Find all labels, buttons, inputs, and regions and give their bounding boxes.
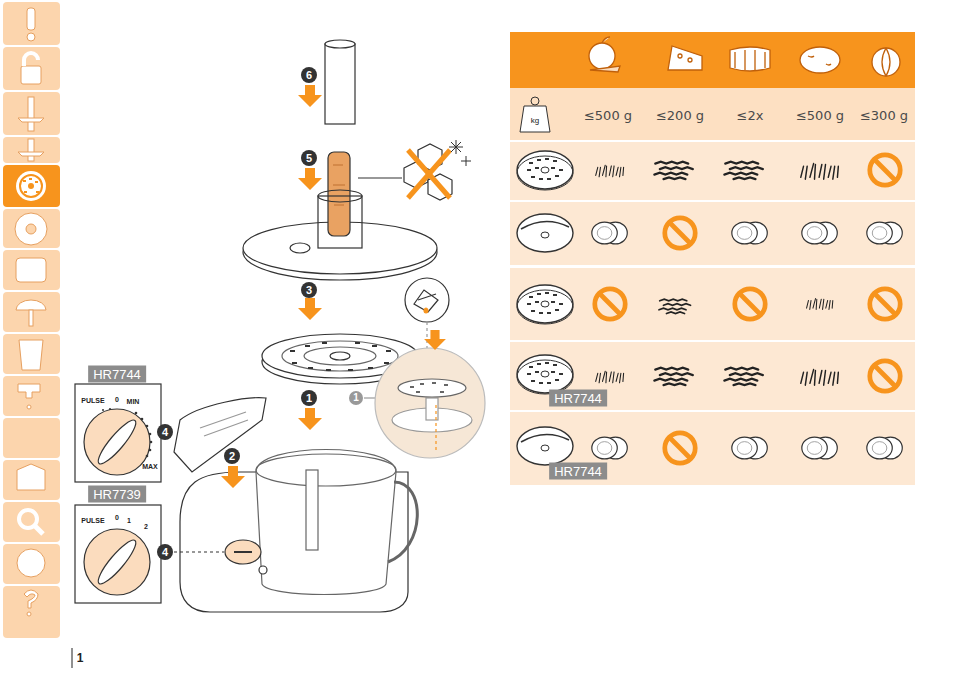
page-number: 1 (77, 652, 84, 664)
model-badge: HR7744 (88, 366, 146, 383)
food-processor (75, 40, 485, 612)
dial-label: 2 (144, 523, 148, 530)
dial-label: PULSE (81, 397, 104, 404)
quantity-label: ≤200 g (656, 109, 704, 122)
callout-number: 4 (162, 427, 168, 438)
model-badge: HR7744 (549, 463, 607, 480)
callout-number: 6 (306, 70, 312, 81)
step-arrows (157, 67, 446, 560)
callout-number: 4 (162, 547, 168, 558)
dial-label: 0 (115, 514, 119, 521)
dial-label: 0 (115, 396, 119, 403)
quantity-label: ≤500 g (796, 109, 844, 122)
dial-label: MIN (127, 398, 140, 405)
quantity-label: ≤2x (737, 109, 764, 122)
model-badge: HR7744 (549, 390, 607, 407)
callout-number: 3 (306, 285, 312, 296)
quantity-label: ≤300 g (860, 109, 908, 122)
dial-label: 1 (127, 517, 131, 524)
callout-number: 2 (229, 451, 235, 462)
dial-label: PULSE (81, 517, 104, 524)
callout-number: 5 (306, 153, 312, 164)
callout-number: 1 (353, 393, 359, 403)
sidebar (3, 2, 72, 668)
quantity-label: ≤500 g (584, 109, 632, 122)
model-badge: HR7739 (88, 486, 146, 503)
dial-label: MAX (142, 463, 158, 470)
unit-label: kg (531, 117, 539, 125)
food-table (510, 32, 915, 485)
callout-number: 1 (306, 393, 312, 404)
